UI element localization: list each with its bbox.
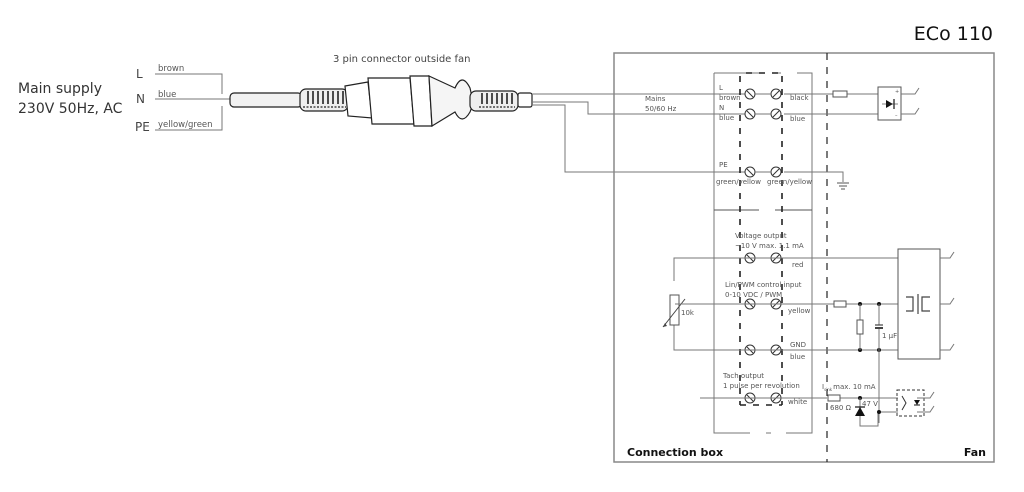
wire-n-mains xyxy=(532,101,760,115)
terminal-n-in: blue xyxy=(719,114,734,122)
supply-conductors: L N PE brown blue yellow/green xyxy=(135,64,230,134)
capacitor-icon xyxy=(875,324,883,329)
gnd-label: GND xyxy=(790,341,806,349)
voltage-output-wire: red xyxy=(792,261,803,269)
capacitor-value: 1 µF xyxy=(882,332,897,340)
section-fan: Fan xyxy=(964,446,986,459)
conductor-code-l: L xyxy=(136,67,143,81)
wire-pe-ground xyxy=(784,171,844,182)
rectifier-plus: + xyxy=(895,89,899,95)
gnd-wire: blue xyxy=(790,353,805,361)
wire-rectifier-out xyxy=(901,87,920,115)
screw-slot xyxy=(772,168,780,176)
screw-slot xyxy=(746,110,754,118)
terminal-pe-code: PE xyxy=(719,161,728,169)
fan-motor-icon xyxy=(897,248,941,360)
control-input-spec: 0-10 VDC / PWM xyxy=(725,291,782,299)
control-input-label: Lin/PWM control input xyxy=(725,281,802,289)
screw-slot xyxy=(746,90,754,98)
terminal-l-out: black xyxy=(790,94,810,102)
conductor-code-n: N xyxy=(136,92,145,106)
conductor-color-yellow-green: yellow/green xyxy=(158,120,213,130)
control-input-wire: yellow xyxy=(788,307,811,315)
connector-label: 3 pin connector outside fan xyxy=(333,54,471,65)
current-label: Isinkmax. 10 mA xyxy=(822,383,876,392)
product-title: ECo 110 xyxy=(914,23,993,45)
tach-resistor-icon xyxy=(827,394,841,402)
terminal-n-out: blue xyxy=(790,115,805,123)
wire-motor-out xyxy=(940,251,955,351)
terminal-n-code: N xyxy=(719,104,724,112)
conductor-code-pe: PE xyxy=(135,120,150,134)
pulldown-resistor-icon xyxy=(856,319,864,335)
terminal-l-in: brown xyxy=(719,94,741,102)
potentiometer-icon xyxy=(669,294,680,326)
wire-l-in xyxy=(155,73,223,94)
mains-frequency: 50/60 Hz xyxy=(645,105,677,113)
screw-slot xyxy=(746,168,754,176)
connector-plug-icon xyxy=(229,75,533,128)
device-frame xyxy=(613,52,995,463)
voltage-output-spec: ~10 V max. 1.1 mA xyxy=(735,242,804,250)
screw-slot xyxy=(772,90,780,98)
section-connection-box: Connection box xyxy=(627,446,723,459)
screw-slot xyxy=(772,110,780,118)
terminal-pe-out: green/yellow xyxy=(767,178,812,186)
rectifier-icon: + – xyxy=(877,86,902,121)
ground-icon xyxy=(837,182,849,190)
input-resistor-icon xyxy=(833,300,847,308)
wire-pot-rails xyxy=(673,257,900,351)
wire-pe-mains xyxy=(532,104,760,173)
optocoupler-icon xyxy=(896,389,925,417)
terminal-pe-in: green/yellow xyxy=(716,178,761,186)
terminal-l-code: L xyxy=(719,84,723,92)
tach-output-wire: white xyxy=(788,398,807,406)
wire-pe-in xyxy=(155,106,223,131)
zener-diode-icon xyxy=(855,406,865,416)
zener-value: 47 V xyxy=(862,400,878,408)
potentiometer-value: 10k xyxy=(681,309,695,317)
fuse-icon xyxy=(832,90,848,98)
voltage-output-label: Voltage output xyxy=(735,232,787,240)
tach-output-label: Tach output xyxy=(722,372,764,380)
main-supply-label: Main supply xyxy=(18,81,102,97)
main-supply-spec: 230V 50Hz, AC xyxy=(18,101,123,117)
resistor-value: 680 Ω xyxy=(830,404,852,412)
terminal-screws xyxy=(744,88,782,404)
tach-output-spec: 1 pulse per revolution xyxy=(723,382,800,390)
conductor-color-brown: brown xyxy=(158,64,184,74)
conductor-color-blue: blue xyxy=(158,90,176,100)
mains-label: Mains xyxy=(645,95,666,103)
rectifier-minus: – xyxy=(895,113,898,119)
wire-opto-out xyxy=(917,391,935,413)
